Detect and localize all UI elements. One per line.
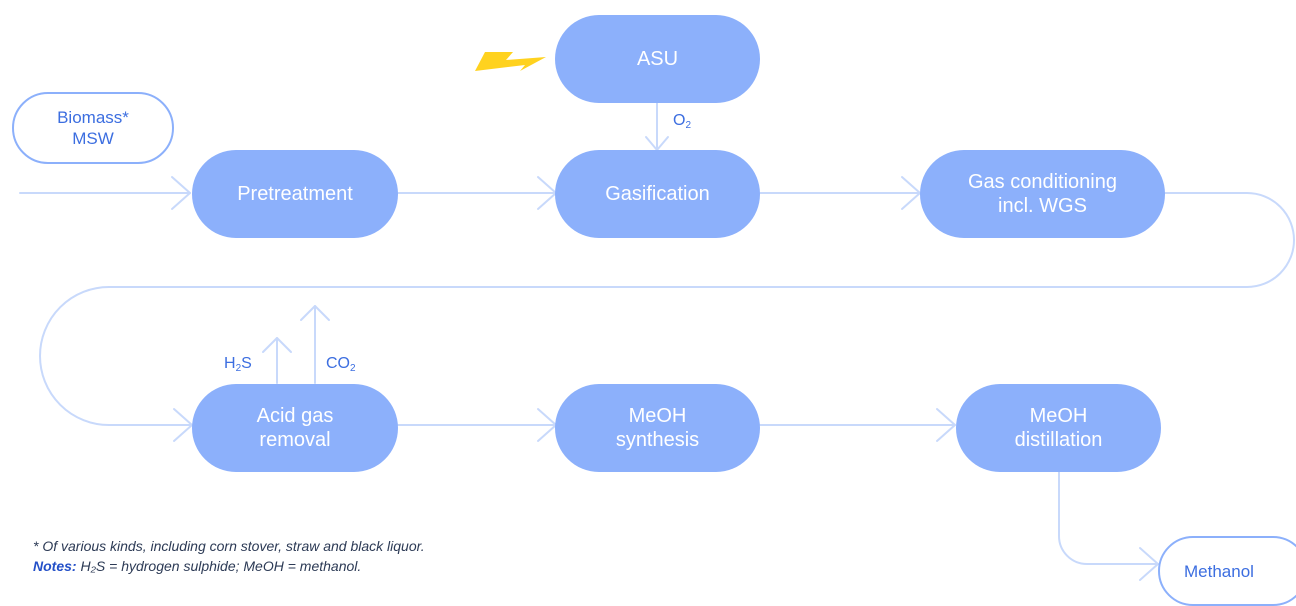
lightning-bolt-icon <box>475 52 546 71</box>
notes-text: H₂S = hydrogen sulphide; MeOH = methanol… <box>76 558 362 574</box>
node-biomass: Biomass* MSW <box>12 92 174 164</box>
label-co2: CO2 <box>326 355 356 374</box>
node-pretreatment: Pretreatment <box>192 150 398 238</box>
node-gasification: Gasification <box>555 150 760 238</box>
notes-label: Notes: <box>33 558 77 574</box>
flow-diagram <box>19 52 1295 581</box>
arrowhead-co2 <box>300 305 330 321</box>
node-meoh-distillation: MeOH distillation <box>956 384 1161 472</box>
arrowhead-distillation <box>936 408 956 442</box>
node-acid-gas-removal: Acid gas removal <box>192 384 398 472</box>
connector-loop <box>39 192 1295 426</box>
notes-line: Notes: H₂S = hydrogen sulphide; MeOH = m… <box>33 556 425 576</box>
label-o2: O2 <box>673 112 692 131</box>
arrowhead-pretreatment <box>171 176 191 210</box>
connector-distillation-to-methanol <box>1058 471 1159 565</box>
footnote: * Of various kinds, including corn stove… <box>33 538 425 554</box>
arrowhead-h2s <box>262 337 292 353</box>
node-asu: ASU <box>555 15 760 103</box>
label-h2s: H2S <box>224 355 252 374</box>
connectors <box>19 102 1295 581</box>
node-gas-conditioning: Gas conditioning incl. WGS <box>920 150 1165 238</box>
node-methanol: Methanol <box>1158 536 1296 606</box>
node-meoh-synthesis: MeOH synthesis <box>555 384 760 472</box>
notes-block: * Of various kinds, including corn stove… <box>33 536 425 576</box>
